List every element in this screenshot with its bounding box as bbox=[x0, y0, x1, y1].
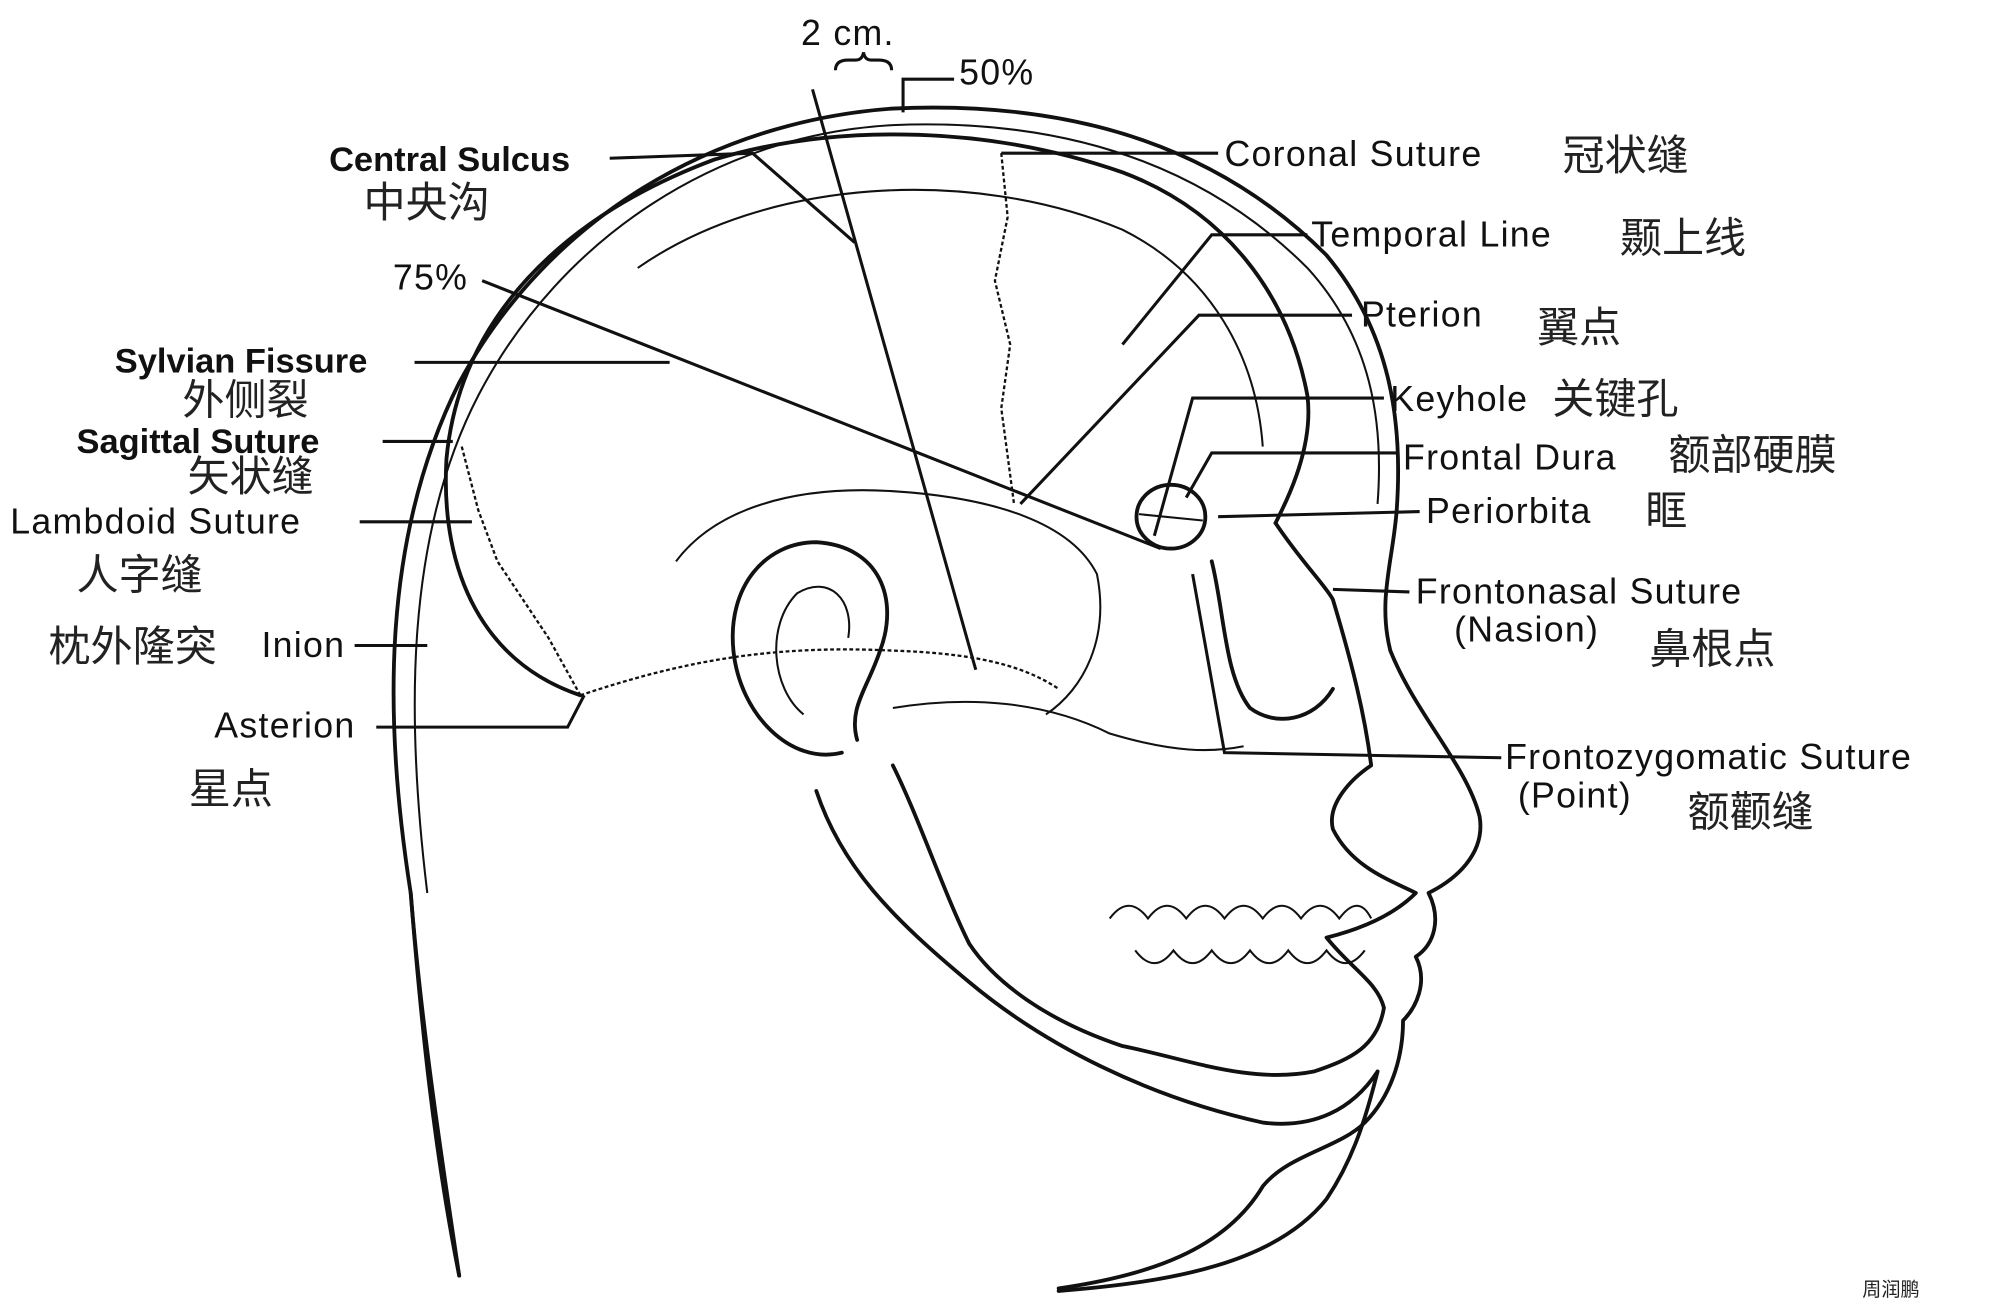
frontonasal-suture-zh: 鼻根点 bbox=[1649, 624, 1775, 673]
burr-hole-dura-line bbox=[1138, 513, 1203, 522]
leader-central-sulcus bbox=[609, 151, 856, 244]
sylvian-projection-line bbox=[481, 279, 1162, 551]
frontal-dura-label: Frontal Dura bbox=[1403, 437, 1617, 477]
asterion-zh: 星点 bbox=[189, 765, 273, 814]
sagittal-suture-zh: 矢状缝 bbox=[188, 452, 314, 501]
sagittal-suture-label: Sagittal Suture bbox=[77, 423, 320, 461]
ear-inner bbox=[775, 585, 851, 716]
central-sulcus-label: Central Sulcus bbox=[329, 141, 570, 179]
author-signature: 周润鹏 bbox=[1862, 1278, 1919, 1301]
inion-label: Inion bbox=[261, 625, 345, 665]
two-cm-label: 2 cm. bbox=[801, 13, 895, 53]
temporal-line-curve bbox=[637, 188, 1264, 447]
coronal-suture-line bbox=[993, 153, 1016, 505]
lambdoid-suture-label: Lambdoid Suture bbox=[10, 501, 301, 541]
pterion-label: Pterion bbox=[1361, 295, 1483, 335]
face-outline bbox=[890, 521, 1418, 1077]
lambdoid-suture-zh: 人字缝 bbox=[77, 550, 203, 599]
asterion-label: Asterion bbox=[214, 705, 355, 745]
scalp-inner-outline bbox=[413, 123, 1380, 894]
temporal-squama bbox=[675, 489, 1102, 716]
sylvian-fissure-label: Sylvian Fissure bbox=[115, 343, 368, 381]
labels: 2 cm. 50% 75% Central Sulcus 中央沟 Sylvian… bbox=[10, 13, 1919, 1301]
squamous-suture-line bbox=[579, 648, 1060, 697]
orbit-outline bbox=[1209, 559, 1335, 721]
leader-frontozygomatic bbox=[1191, 573, 1502, 760]
seventy-five-percent-label: 75% bbox=[393, 258, 468, 298]
measurement-lines bbox=[481, 52, 1162, 671]
frontozygomatic-suture-zh: 额颧缝 bbox=[1688, 788, 1814, 837]
mandible-outline bbox=[814, 789, 1380, 1126]
cranium-outline bbox=[443, 132, 1311, 698]
periorbita-zh: 眶 bbox=[1645, 487, 1687, 536]
leader-keyhole bbox=[1152, 396, 1384, 537]
fifty-percent-marker bbox=[901, 77, 955, 113]
nasion-label: (Nasion) bbox=[1454, 610, 1599, 650]
head-illustration bbox=[391, 105, 1483, 1293]
leader-asterion bbox=[376, 694, 586, 729]
leader-pterion bbox=[1019, 313, 1353, 505]
keyhole-label: Keyhole bbox=[1390, 379, 1528, 419]
frontonasal-suture-label: Frontonasal Suture bbox=[1416, 571, 1743, 611]
leader-temporal-line bbox=[1121, 233, 1308, 346]
temporal-line-zh: 颞上线 bbox=[1620, 214, 1746, 263]
teeth-upper bbox=[1108, 904, 1373, 921]
central-sulcus-zh: 中央沟 bbox=[364, 178, 490, 227]
leader-lines bbox=[354, 151, 1502, 760]
coronal-suture-label: Coronal Suture bbox=[1224, 134, 1482, 174]
temporal-line-label: Temporal Line bbox=[1311, 214, 1552, 254]
frontozygomatic-suture-label: Frontozygomatic Suture bbox=[1505, 737, 1912, 777]
lambdoid-suture-line bbox=[460, 446, 582, 696]
leader-frontonasal bbox=[1332, 587, 1410, 594]
inion-zh: 枕外隆突 bbox=[48, 622, 216, 671]
scalp-outline bbox=[391, 105, 1483, 1291]
keyhole-burr-hole bbox=[1134, 482, 1208, 551]
leader-frontal-dura bbox=[1184, 451, 1397, 499]
pterion-zh: 翼点 bbox=[1537, 303, 1621, 352]
sylvian-fissure-zh: 外侧裂 bbox=[182, 376, 308, 425]
keyhole-zh: 关键孔 bbox=[1552, 374, 1678, 423]
central-sulcus-projection-line bbox=[811, 88, 978, 671]
ear-outline bbox=[730, 540, 889, 757]
frontozygomatic-point-label: (Point) bbox=[1518, 776, 1632, 816]
neck-back bbox=[408, 891, 462, 1278]
fifty-percent-label: 50% bbox=[959, 52, 1034, 92]
two-cm-brace bbox=[833, 52, 894, 71]
teeth-lower bbox=[1134, 948, 1366, 965]
neck-front bbox=[1056, 1069, 1380, 1293]
leader-periorbita bbox=[1218, 510, 1420, 519]
frontal-dura-zh: 额部硬膜 bbox=[1668, 430, 1836, 479]
zygomatic-arch bbox=[892, 700, 1244, 752]
periorbita-label: Periorbita bbox=[1426, 491, 1592, 531]
coronal-suture-zh: 冠状缝 bbox=[1563, 131, 1689, 180]
